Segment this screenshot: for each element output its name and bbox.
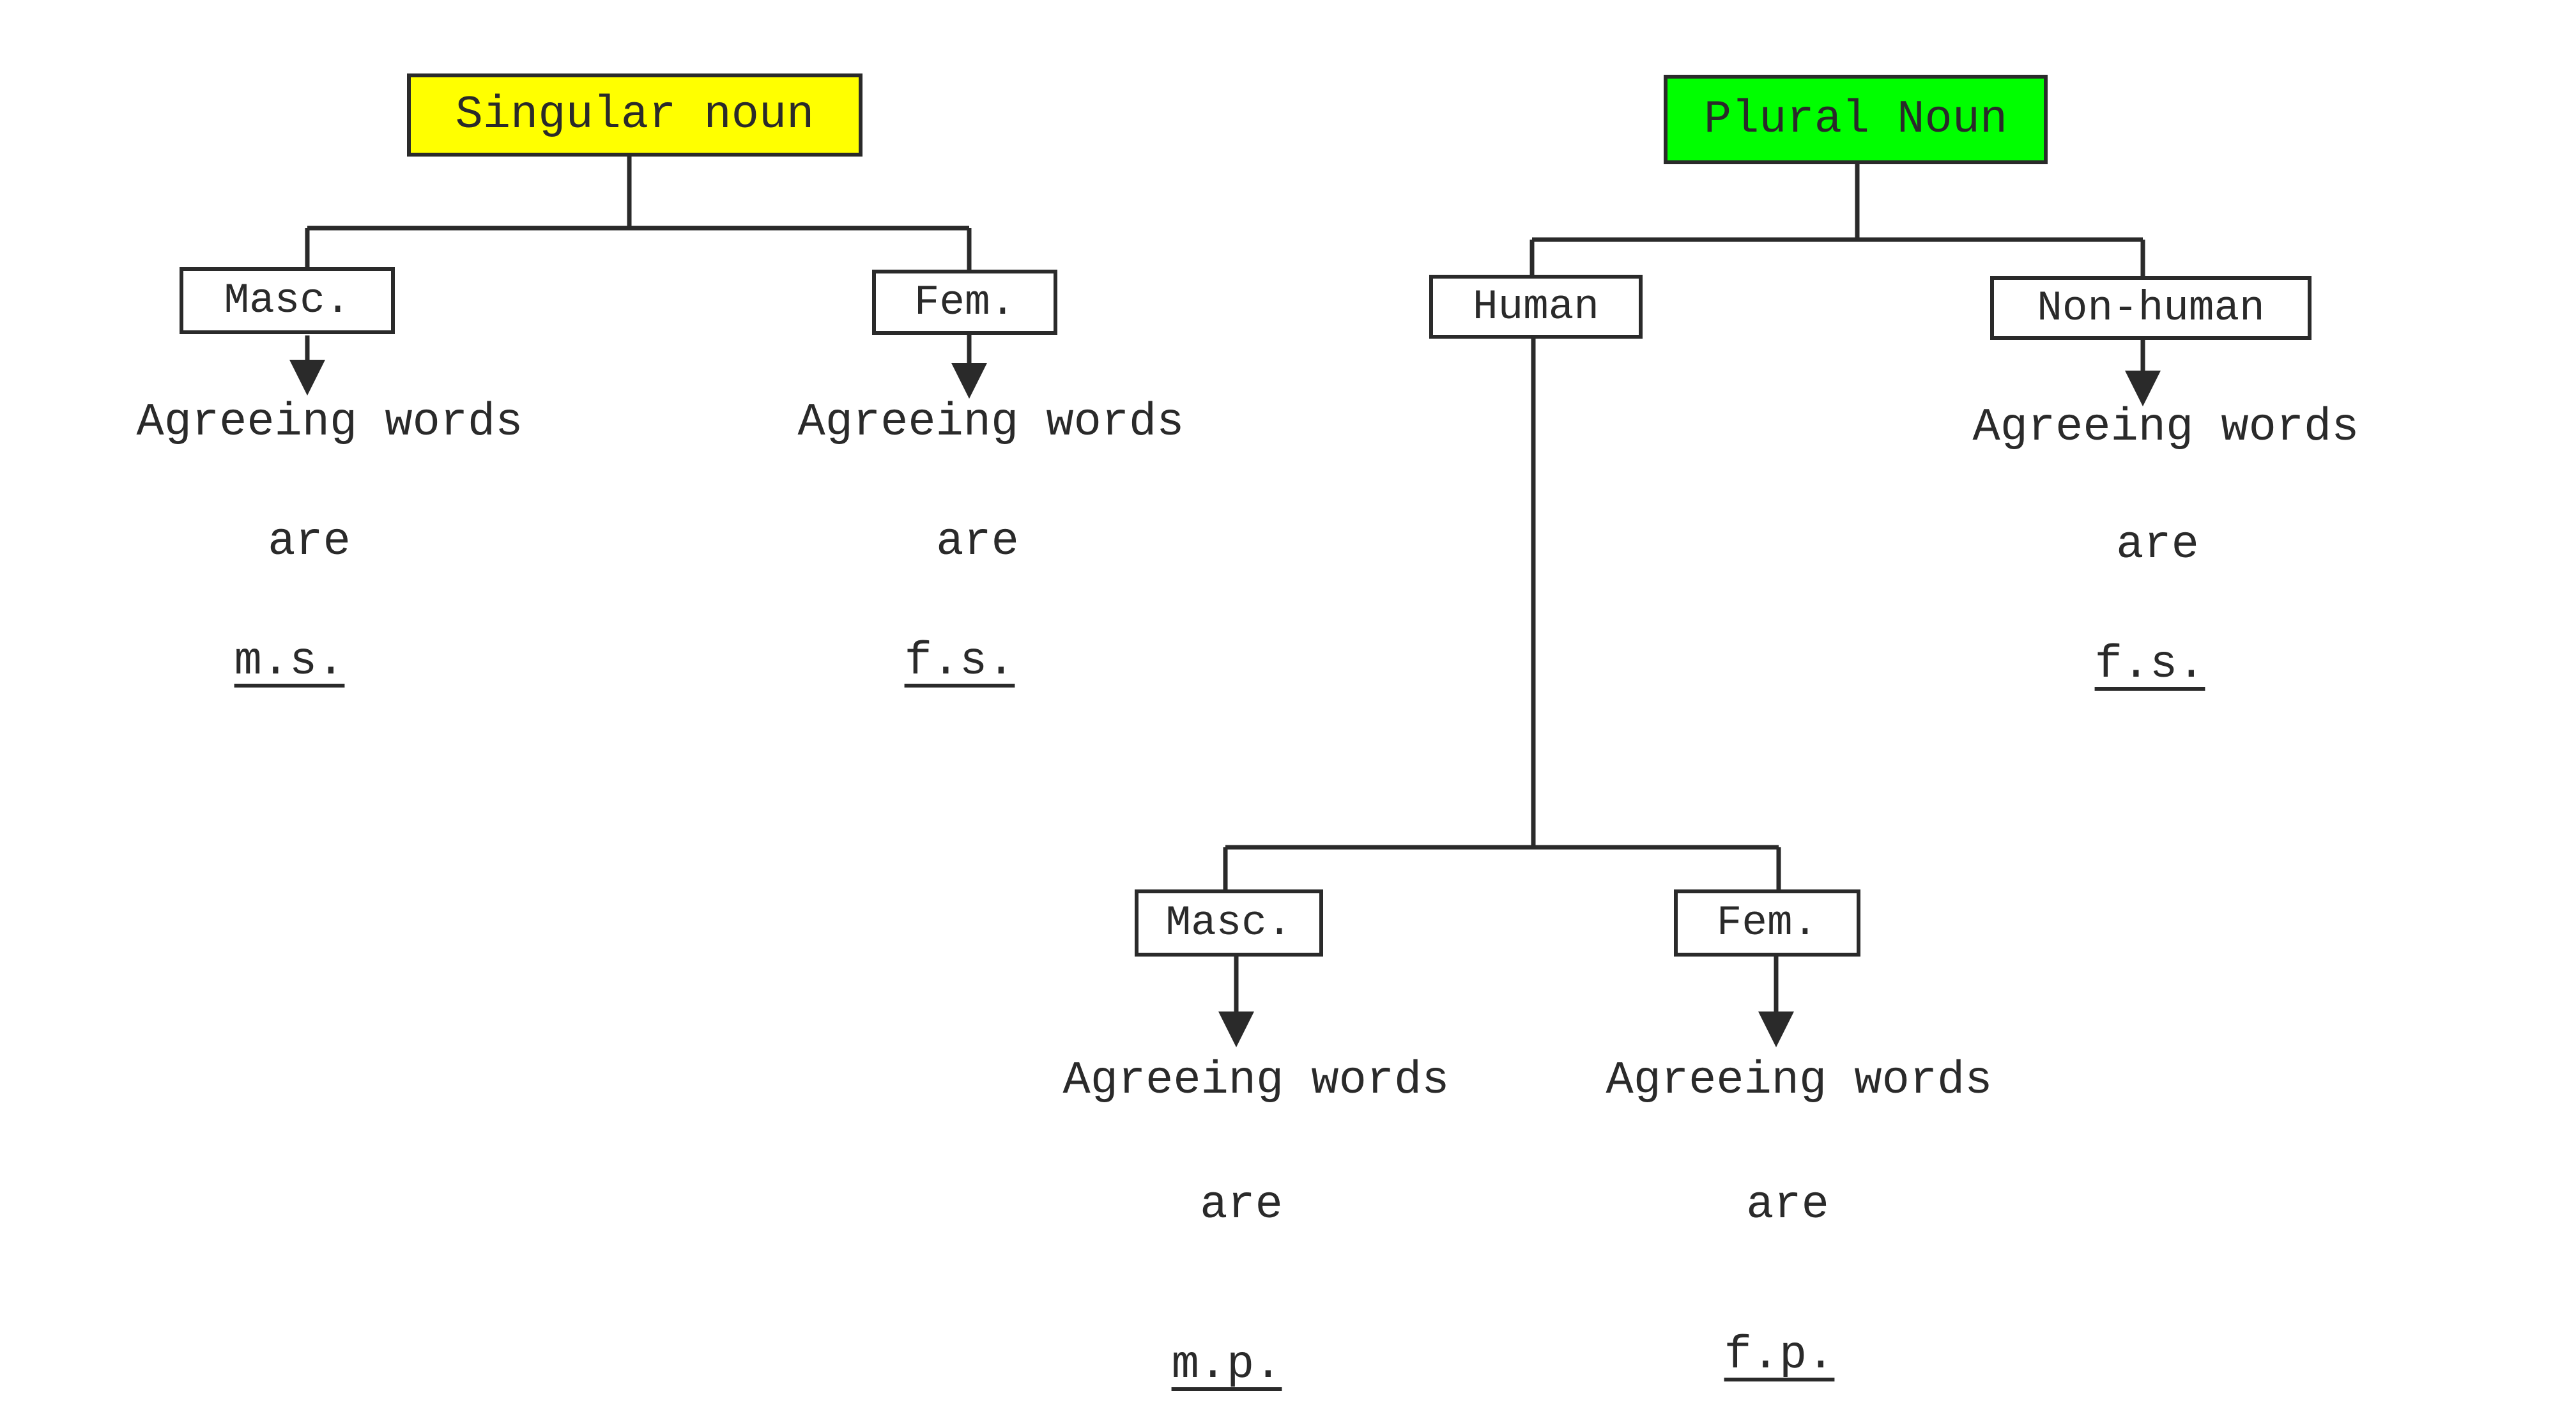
plural-human-label: Human <box>1472 282 1600 331</box>
human-masc-box: Masc. <box>1135 889 1323 957</box>
nonhuman-are-text: are <box>2116 519 2199 571</box>
singular-fem-label: Fem. <box>914 278 1016 327</box>
human-fem-result: f.p. <box>1724 1329 1835 1381</box>
plural-human-box: Human <box>1429 275 1643 339</box>
plural-noun-box: Plural Noun <box>1664 75 2048 164</box>
plural-nonhuman-label: Non-human <box>2037 284 2265 332</box>
singular-masc-result: m.s. <box>234 635 345 688</box>
human-masc-are-text: are <box>1200 1179 1283 1231</box>
human-masc-result: m.p. <box>1171 1339 1282 1391</box>
singular-noun-box: Singular noun <box>407 73 862 157</box>
nonhuman-result: f.s. <box>2094 638 2205 691</box>
human-masc-label: Masc. <box>1165 899 1292 947</box>
nonhuman-agreeing-text: Agreeing words <box>1972 401 2359 454</box>
singular-fem-are-text: are <box>936 516 1019 568</box>
human-masc-agreeing-text: Agreeing words <box>1062 1054 1450 1107</box>
plural-noun-label: Plural Noun <box>1703 93 2008 146</box>
singular-fem-result: f.s. <box>904 635 1015 688</box>
singular-masc-label: Masc. <box>224 277 351 325</box>
singular-noun-label: Singular noun <box>455 89 815 141</box>
human-fem-are-text: are <box>1746 1179 1829 1231</box>
singular-masc-box: Masc. <box>180 267 395 334</box>
plural-nonhuman-box: Non-human <box>1990 276 2312 340</box>
singular-fem-box: Fem. <box>872 270 1057 335</box>
human-fem-label: Fem. <box>1716 899 1818 947</box>
human-fem-box: Fem. <box>1674 889 1860 957</box>
human-fem-agreeing-text: Agreeing words <box>1606 1054 1993 1107</box>
singular-masc-agreeing-text: Agreeing words <box>136 396 523 449</box>
singular-fem-agreeing-text: Agreeing words <box>797 396 1184 449</box>
singular-masc-are-text: are <box>268 516 351 568</box>
